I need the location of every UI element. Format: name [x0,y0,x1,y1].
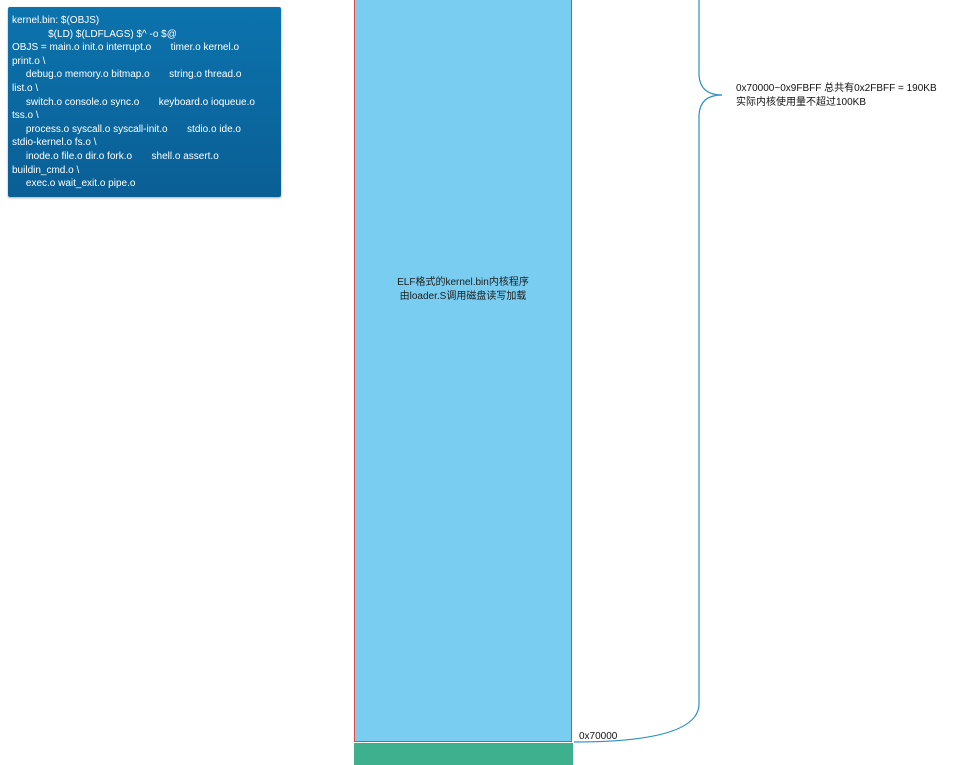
makefile-line: kernel.bin: $(OBJS) [12,15,100,26]
makefile-line: debug.o memory.o bitmap.o string.o threa… [12,69,242,81]
brace-annotation: 0x70000~0x9FBFF 总共有0x2FBFF = 190KB 实际内核使… [736,82,937,110]
kernel-region-label: ELF格式的kernel.bin内核程序 由loader.S调用磁盘读写加载 [355,276,571,304]
range-brace [573,0,723,743]
makefile-line: process.o syscall.o syscall-init.o stdio… [12,123,241,135]
range-brace-path [573,0,723,743]
makefile-line: switch.o console.o sync.o keyboard.o ioq… [12,96,255,108]
makefile-line: $(LD) $(LDFLAGS) $^ -o $@ [12,28,177,40]
makefile-note: kernel.bin: $(OBJS) $(LD) $(LDFLAGS) $^ … [8,7,281,197]
makefile-line: tss.o \ [12,110,39,122]
kernel-region-label-line2: 由loader.S调用磁盘读写加载 [399,291,527,302]
brace-annotation-line2: 实际内核使用量不超过100KB [736,97,867,108]
kernel-region-label-line1: ELF格式的kernel.bin内核程序 [397,277,529,288]
brace-annotation-line1: 0x70000~0x9FBFF 总共有0x2FBFF = 190KB [736,83,937,94]
makefile-line: buildin_cmd.o \ [12,164,80,176]
makefile-line: list.o \ [12,82,39,94]
makefile-line: inode.o file.o dir.o fork.o shell.o asse… [12,150,219,162]
makefile-line: exec.o wait_exit.o pipe.o [12,178,136,190]
makefile-line: OBJS = main.o init.o interrupt.o timer.o… [12,42,240,54]
makefile-line: print.o \ [12,55,46,67]
makefile-line: stdio-kernel.o fs.o \ [12,137,97,149]
kernel-memory-region[interactable]: ELF格式的kernel.bin内核程序 由loader.S调用磁盘读写加载 [354,0,572,742]
base-address-label: 0x70000 [579,731,618,742]
lower-memory-region[interactable] [354,743,573,765]
